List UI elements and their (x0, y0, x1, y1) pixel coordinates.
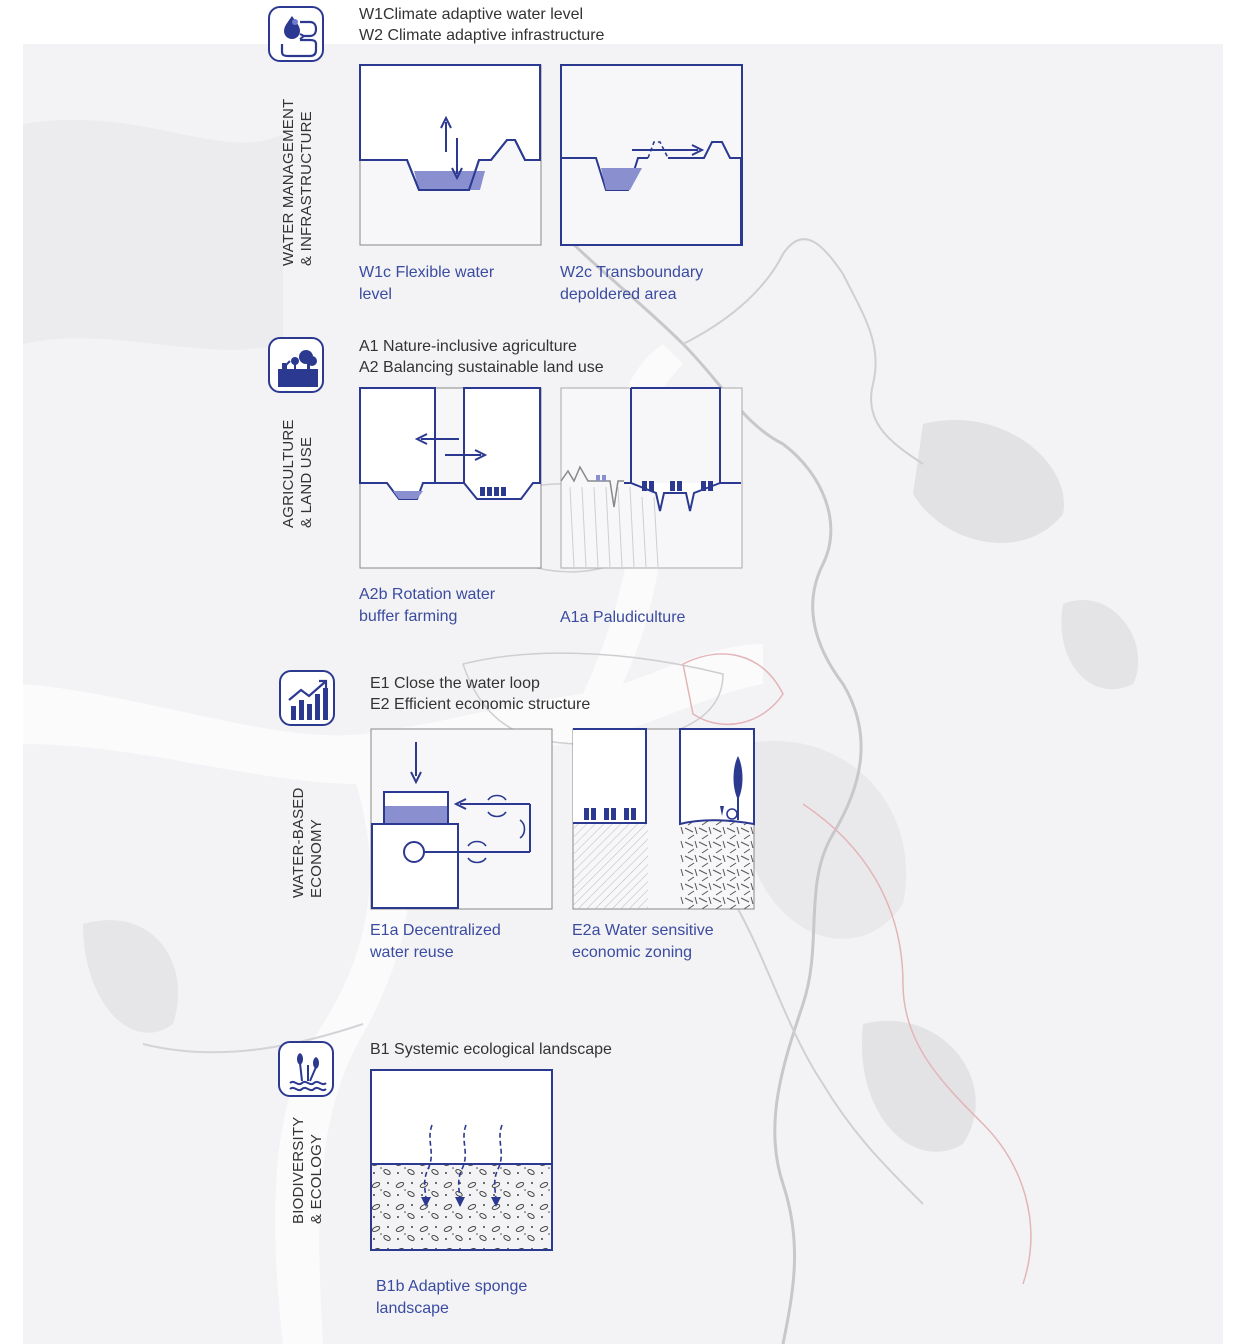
category-label-agriculture: AGRICULTURE & LAND USE (280, 419, 316, 528)
heading-line: A2 Balancing sustainable land use (359, 359, 604, 376)
panel-transboundary-depoldered (560, 64, 743, 246)
section-heading-economy: E1 Close the water loop E2 Efficient eco… (370, 673, 590, 715)
background-map (23, 44, 1223, 1344)
category-line: & ECOLOGY (308, 1133, 325, 1224)
caption-water-sensitive-zoning: E2a Water sensitive economic zoning (572, 920, 714, 964)
caption-line: level (359, 286, 392, 303)
caption-transboundary-depoldered: W2c Transboundary depoldered area (560, 262, 703, 306)
heading-line: E1 Close the water loop (370, 675, 540, 692)
category-line: & LAND USE (298, 436, 315, 528)
caption-decentralized-water-reuse: E1a Decentralized water reuse (370, 920, 501, 964)
section-heading-water: W1Climate adaptive water level W2 Climat… (359, 4, 604, 46)
caption-line: E2a Water sensitive (572, 922, 714, 939)
panel-adaptive-sponge (370, 1069, 553, 1251)
caption-line: buffer farming (359, 608, 458, 625)
panel-paludiculture (560, 387, 743, 569)
caption-line: water reuse (370, 944, 454, 961)
heading-line: B1 Systemic ecological landscape (370, 1041, 612, 1058)
water-drop-cycle-icon (268, 6, 324, 62)
category-line: WATER-BASED (290, 787, 307, 898)
caption-line: economic zoning (572, 944, 693, 961)
caption-paludiculture: A1a Paludiculture (560, 607, 685, 629)
category-line: BIODIVERSITY (290, 1116, 307, 1224)
heading-line: W1Climate adaptive water level (359, 6, 584, 23)
category-label-biodiversity: BIODIVERSITY & ECOLOGY (290, 1117, 326, 1224)
reed-water-icon (278, 1041, 334, 1097)
caption-rotation-water-buffer: A2b Rotation water buffer farming (359, 584, 495, 628)
caption-line: depoldered area (560, 286, 677, 303)
category-line: WATER MANAGEMENT (280, 98, 297, 266)
panel-rotation-water-buffer (359, 387, 542, 569)
category-line: & INFRASTRUCTURE (298, 111, 315, 266)
farm-trees-icon (268, 337, 324, 393)
section-heading-agriculture: A1 Nature-inclusive agriculture A2 Balan… (359, 336, 604, 378)
caption-line: B1b Adaptive sponge (376, 1278, 528, 1295)
caption-line: W1c Flexible water (359, 264, 495, 281)
caption-line: E1a Decentralized (370, 922, 501, 939)
heading-line: W2 Climate adaptive infrastructure (359, 27, 605, 44)
heading-line: A1 Nature-inclusive agriculture (359, 338, 577, 355)
panel-water-sensitive-zoning (572, 728, 755, 910)
section-heading-biodiversity: B1 Systemic ecological landscape (370, 1039, 612, 1060)
caption-adaptive-sponge: B1b Adaptive sponge landscape (376, 1276, 527, 1320)
category-line: ECONOMY (308, 819, 325, 898)
category-label-economy: WATER-BASED ECONOMY (290, 787, 326, 898)
panel-flexible-water-level (359, 64, 542, 246)
caption-line: A1a Paludiculture (560, 609, 686, 626)
caption-flexible-water-level: W1c Flexible water level (359, 262, 494, 306)
category-line: AGRICULTURE (280, 419, 297, 528)
category-label-water: WATER MANAGEMENT & INFRASTRUCTURE (280, 99, 316, 266)
panel-decentralized-water-reuse (370, 728, 553, 910)
caption-line: A2b Rotation water (359, 586, 496, 603)
caption-line: landscape (376, 1300, 449, 1317)
growth-chart-icon (279, 670, 335, 726)
map-shapes (23, 119, 1139, 1344)
caption-line: W2c Transboundary (560, 264, 704, 281)
heading-line: E2 Efficient economic structure (370, 696, 591, 713)
